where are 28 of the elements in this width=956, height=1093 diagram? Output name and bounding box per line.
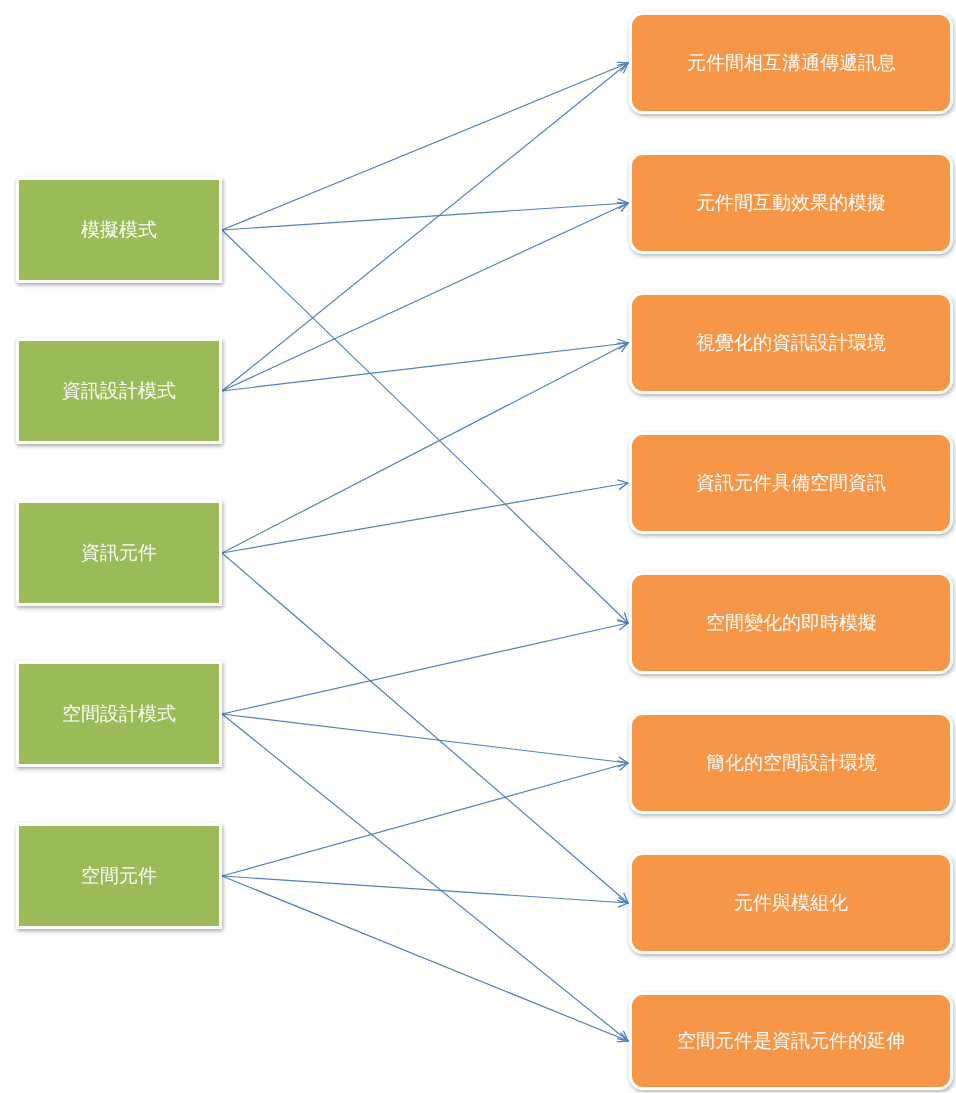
arrow bbox=[221, 760, 629, 877]
feature-box: 元件間相互溝通傳遞訊息 bbox=[629, 12, 953, 114]
arrow bbox=[221, 62, 629, 392]
feature-box: 空間元件是資訊元件的延伸 bbox=[629, 992, 953, 1090]
arrow bbox=[221, 875, 629, 908]
arrow bbox=[221, 713, 629, 768]
arrow bbox=[221, 619, 629, 715]
arrow bbox=[221, 61, 629, 231]
mode-box: 資訊元件 bbox=[16, 500, 222, 606]
arrow bbox=[221, 875, 629, 1043]
arrow bbox=[221, 552, 629, 904]
feature-box: 簡化的空間設計環境 bbox=[629, 712, 953, 814]
feature-box: 元件間互動效果的模擬 bbox=[629, 152, 953, 254]
feature-box: 視覺化的資訊設計環境 bbox=[629, 292, 953, 394]
arrow bbox=[221, 338, 629, 392]
mode-box: 空間元件 bbox=[16, 823, 222, 929]
arrow bbox=[221, 342, 629, 554]
arrow bbox=[221, 229, 629, 624]
arrow bbox=[221, 198, 629, 231]
feature-box: 元件與模組化 bbox=[629, 852, 953, 954]
feature-box: 空間變化的即時模擬 bbox=[629, 572, 953, 674]
arrow bbox=[221, 479, 629, 554]
mode-box: 空間設計模式 bbox=[16, 661, 222, 767]
arrow bbox=[221, 202, 629, 392]
mode-box: 模擬模式 bbox=[16, 177, 222, 283]
feature-box: 資訊元件具備空間資訊 bbox=[629, 432, 953, 534]
mode-box: 資訊設計模式 bbox=[16, 338, 222, 444]
arrow bbox=[221, 713, 629, 1042]
